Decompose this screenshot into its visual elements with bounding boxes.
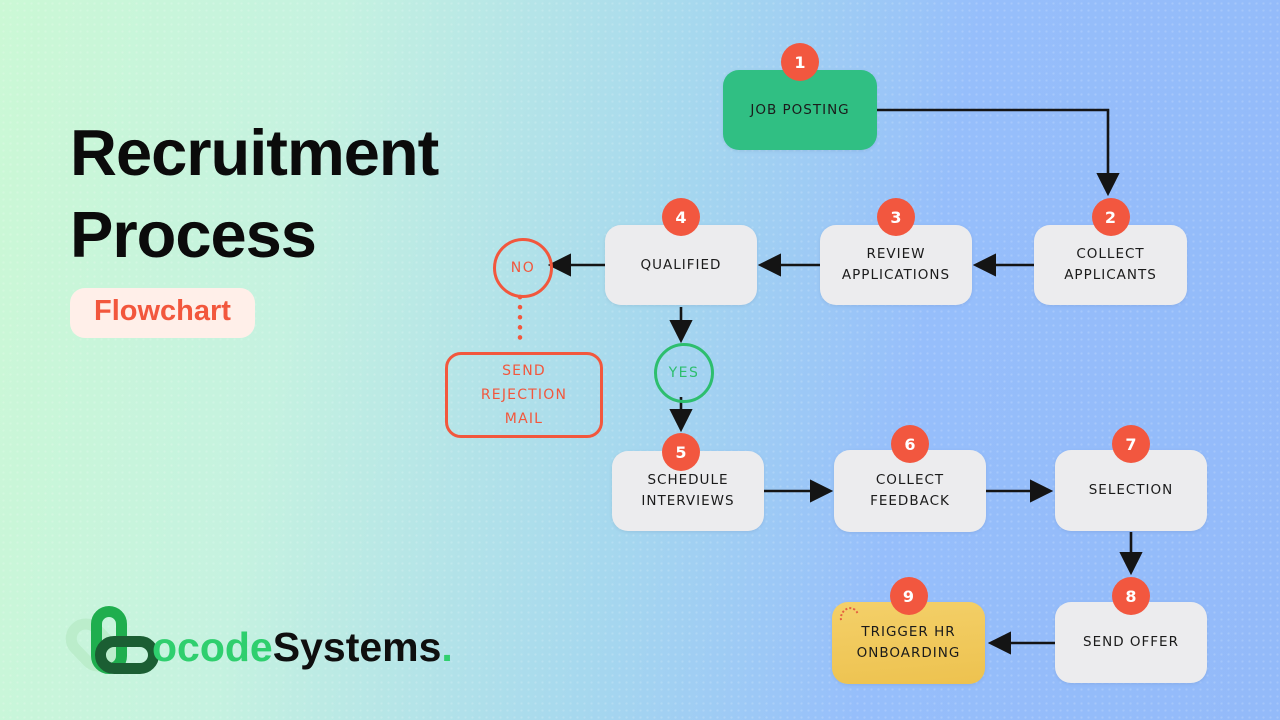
flow-node-collect-applicants: 2 COLLECT APPLICANTS: [1034, 198, 1187, 305]
flow-node-label: JOB POSTING: [750, 101, 850, 118]
step-badge-4: 4: [662, 198, 700, 236]
flow-node-send-offer: 8 SEND OFFER: [1055, 577, 1207, 683]
brand-logo: ocodeSystems.: [57, 598, 530, 694]
title-line-1: Recruitment: [70, 116, 439, 189]
step-badge-9: 9: [889, 577, 928, 615]
page-title: Recruitment Process: [70, 112, 439, 276]
step-badge-6: 6: [891, 425, 929, 463]
step-badge-7: 7: [1112, 425, 1150, 463]
step-badge-5: 5: [662, 433, 700, 471]
flow-node-label: SEND OFFER: [1083, 634, 1179, 650]
step-badge-2: 2: [1091, 198, 1130, 236]
flow-node-label: SCHEDULE INTERVIEWS: [641, 472, 735, 509]
decision-yes: YES: [654, 343, 714, 403]
flow-node-schedule-interviews: 5 SCHEDULE INTERVIEWS: [612, 433, 764, 531]
step-badge-3: 3: [877, 198, 915, 236]
brand-name-period: .: [441, 624, 453, 670]
flow-node-send-rejection-mail: SEND REJECTION MAIL: [445, 352, 603, 438]
connector-job-to-collect: [877, 108, 1120, 197]
flow-node-job-posting: 1 JOB POSTING: [723, 43, 877, 150]
step-badge-8: 8: [1112, 577, 1150, 615]
flowchart-tag-badge: Flowchart: [70, 288, 255, 338]
flow-node-label: QUALIFIED: [640, 256, 722, 273]
flow-node-label: REVIEW APPLICATIONS: [841, 246, 951, 283]
flow-node-collect-feedback: 6 COLLECT FEEDBACK: [834, 425, 986, 532]
brand-logo-horizontal-pill-icon: [95, 636, 159, 674]
flow-node-label: SELECTION: [1088, 482, 1174, 498]
brand-name-suffix: Systems: [272, 624, 442, 670]
flow-node-trigger-hr-onboarding: 9 TRIGGER HR ONBOARDING: [832, 577, 985, 684]
flow-node-label: SEND REJECTION MAIL: [480, 363, 568, 427]
brand-name-prefix: ocode: [152, 624, 273, 670]
flow-node-review-applications: 3 REVIEW APPLICATIONS: [820, 198, 972, 305]
flow-node-qualified: 4 QUALIFIED: [605, 198, 757, 305]
decision-no: NO: [493, 238, 553, 298]
flow-node-label: COLLECT FEEDBACK: [870, 472, 950, 509]
title-line-2: Process: [70, 198, 317, 271]
flow-node-selection: 7 SELECTION: [1055, 425, 1207, 531]
brand-name: ocodeSystems.: [152, 624, 453, 670]
flow-node-label: TRIGGER HR ONBOARDING: [856, 624, 961, 661]
step-badge-1: 1: [781, 43, 819, 81]
flow-node-label: COLLECT APPLICANTS: [1064, 246, 1157, 283]
